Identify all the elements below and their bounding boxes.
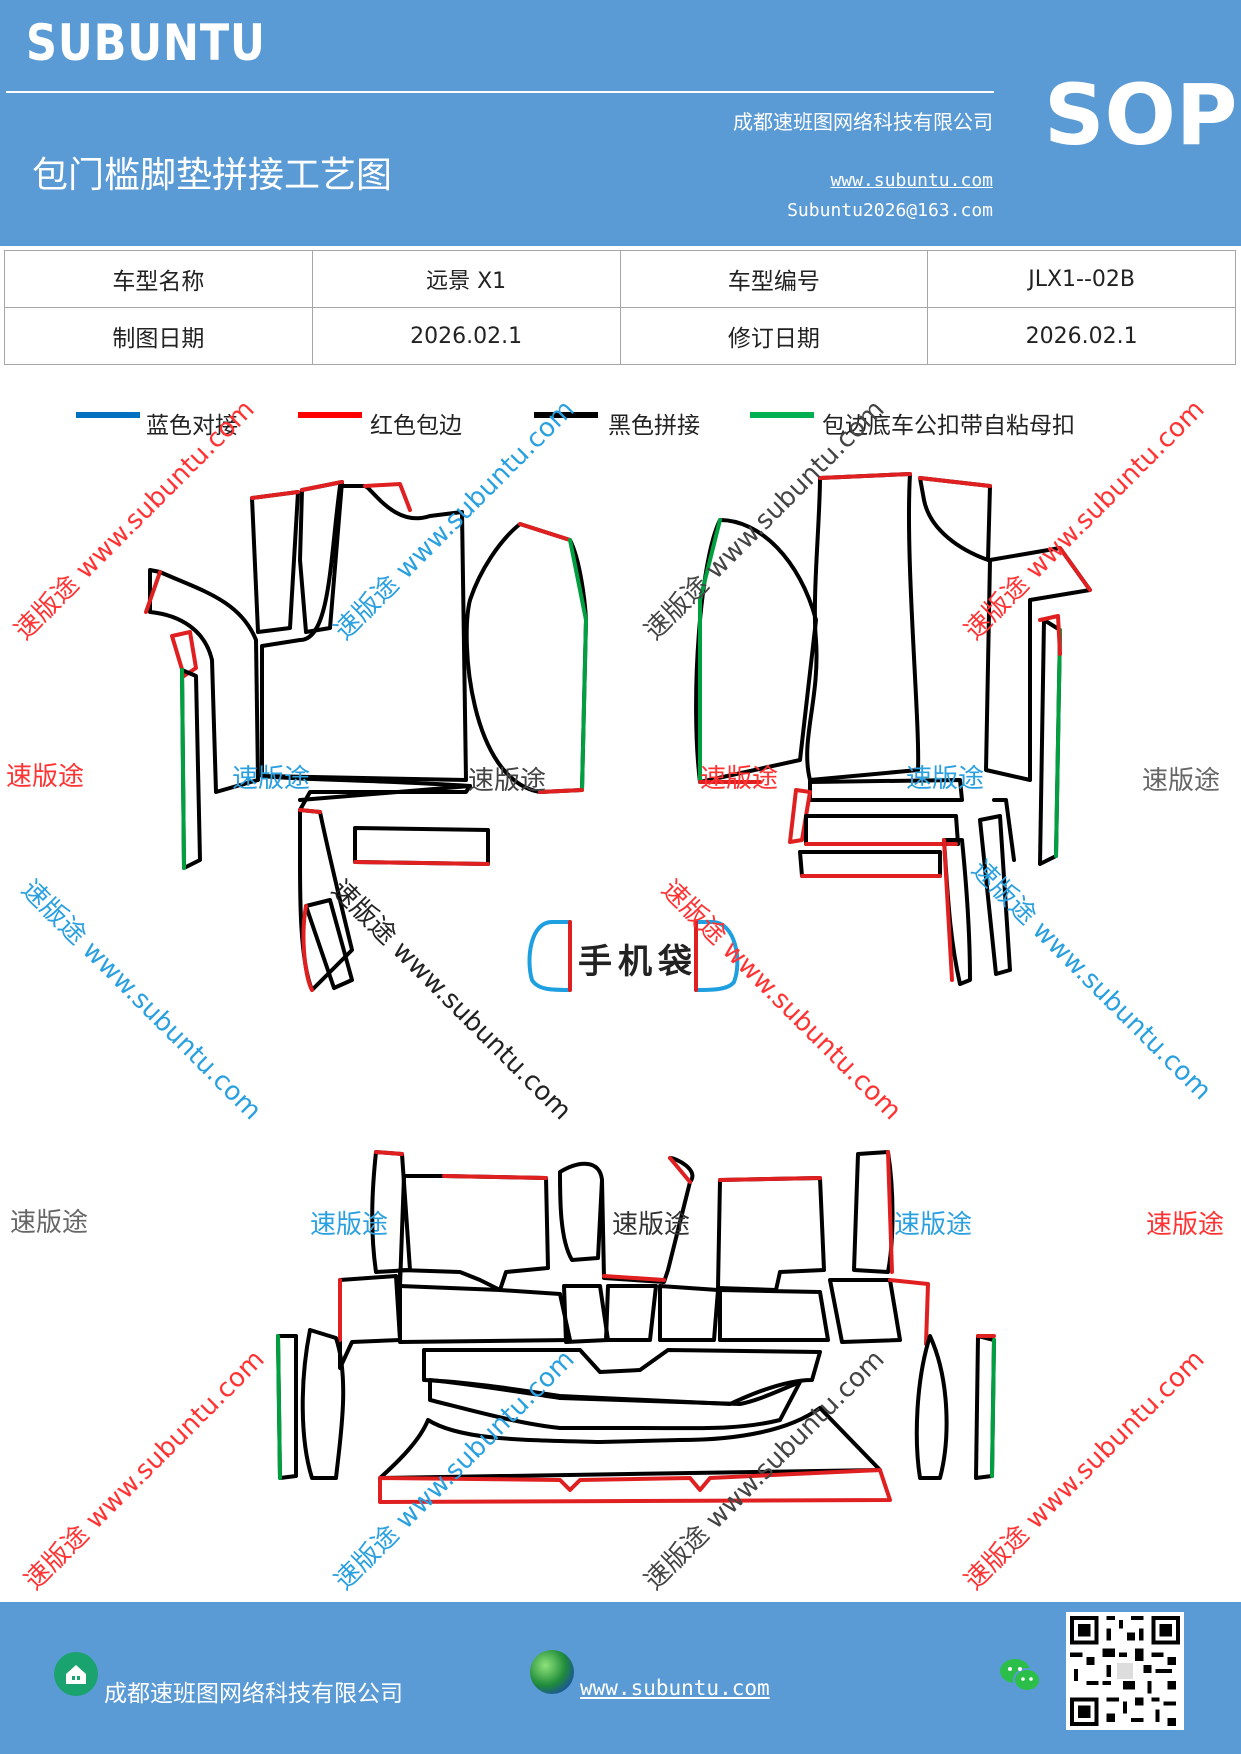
legend-swatch-red	[298, 412, 362, 418]
legend-label: 红色包边	[370, 413, 462, 439]
wechat-icon[interactable]	[996, 1654, 1044, 1698]
watermark-brand: 速版途	[1142, 766, 1221, 796]
footer-website-link[interactable]: www.subuntu.com	[580, 1676, 770, 1700]
table-cell-value: 2026.02.1	[927, 307, 1236, 365]
table-cell-label: 制图日期	[4, 307, 313, 365]
footer-company: 成都速班图网络科技有限公司	[104, 1681, 403, 1707]
sop-badge: SOP	[1044, 66, 1238, 164]
phone-bag-label: 手机袋	[578, 942, 698, 982]
watermark-brand: 速版途	[906, 764, 985, 794]
front-right-mat-group	[694, 472, 1092, 986]
watermark-brand: 速版途	[310, 1210, 389, 1240]
header-website-link[interactable]: www.subuntu.com	[830, 170, 993, 191]
rear-mat-group	[276, 1150, 996, 1504]
watermark-brand: 速版途	[468, 766, 547, 796]
watermark-brand: 速版途	[6, 762, 85, 792]
legend: 蓝色对接 红色包边 黑色拼接 包边底车公扣带自粘母扣	[0, 406, 1241, 440]
info-table: 车型名称 远景 X1 车型编号 JLX1--02B 制图日期 2026.02.1…	[4, 250, 1236, 365]
legend-label: 蓝色对接	[146, 413, 238, 439]
table-cell-label: 修订日期	[619, 307, 929, 365]
header-company: 成都速班图网络科技有限公司	[733, 110, 993, 134]
page-title: 包门槛脚垫拼接工艺图	[32, 155, 393, 196]
legend-swatch-green	[750, 412, 814, 418]
legend-swatch-blue	[76, 412, 140, 418]
header-banner: SUBUNTU 成都速班图网络科技有限公司 包门槛脚垫拼接工艺图 www.sub…	[0, 0, 1241, 246]
footer-banner: 成都速班图网络科技有限公司 www.subuntu.com	[0, 1602, 1241, 1754]
globe-icon	[530, 1650, 574, 1694]
brand-logo: SUBUNTU	[26, 14, 266, 72]
legend-swatch-black	[534, 412, 598, 418]
mat-pattern-diagram	[144, 472, 1092, 1504]
qr-code	[1066, 1612, 1184, 1730]
legend-label: 包边底车公扣带自粘母扣	[822, 413, 1075, 439]
table-cell-value: 远景 X1	[311, 250, 621, 308]
legend-label: 黑色拼接	[608, 413, 700, 439]
table-cell-label: 车型编号	[619, 250, 929, 308]
watermark-brand: 速版途	[894, 1210, 973, 1240]
phone-bag-pattern	[527, 920, 740, 992]
header-divider	[6, 91, 994, 93]
table-cell-value: 2026.02.1	[311, 307, 621, 365]
front-left-mat-group	[144, 480, 588, 992]
table-row: 制图日期 2026.02.1 修订日期 2026.02.1	[4, 307, 1236, 365]
table-row: 车型名称 远景 X1 车型编号 JLX1--02B	[4, 250, 1236, 308]
watermark-brand: 速版途	[10, 1208, 89, 1238]
watermark-brand: 速版途	[612, 1210, 691, 1240]
table-cell-value: JLX1--02B	[927, 250, 1236, 308]
table-cell-label: 车型名称	[4, 250, 313, 308]
watermark-brand: 速版途	[700, 764, 779, 794]
header-email: Subuntu2026@163.com	[787, 200, 993, 221]
watermark-brand: 速版途	[1146, 1210, 1225, 1240]
watermark-brand: 速版途	[232, 764, 311, 794]
home-icon	[54, 1652, 98, 1696]
